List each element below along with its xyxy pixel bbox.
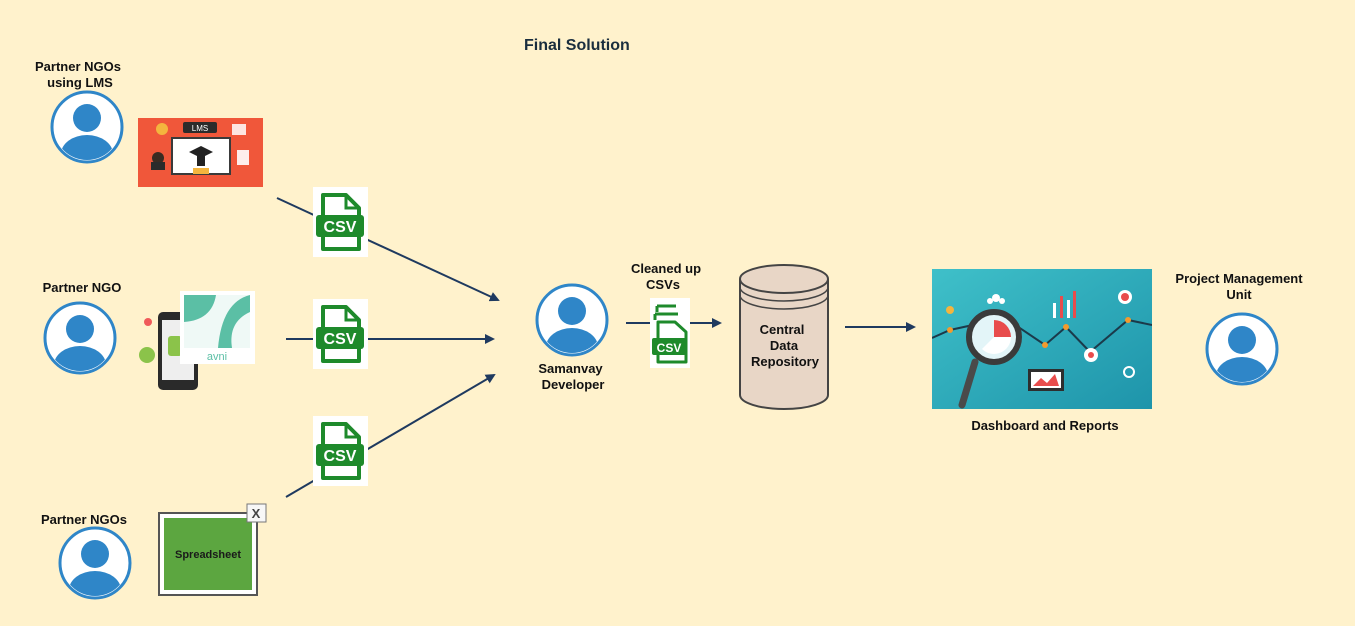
page-title: Final Solution <box>524 37 630 54</box>
csv-icon-avni: CSV <box>311 297 370 371</box>
svg-text:CSV: CSV <box>324 219 357 236</box>
label-cleaned-line2: CSVs <box>646 277 680 292</box>
label-partner-ngo: Partner NGO <box>42 280 122 295</box>
label-lms-ngos-line1: Partner NGOs <box>35 59 121 74</box>
person-icon-pmu <box>1207 314 1277 395</box>
label-lms-ngos-line2: using LMS <box>47 75 113 90</box>
spreadsheet-label: Spreadsheet <box>175 549 241 561</box>
label-cleaned-line1: Cleaned up <box>630 261 702 276</box>
svg-text:CSV: CSV <box>324 331 357 348</box>
avni-logo-text: avni <box>207 351 227 363</box>
label-developer: Samanvay Developer <box>523 361 623 393</box>
person-icon-spreadsheet-ngos <box>60 528 130 609</box>
person-icon-partner-ngo <box>45 303 115 384</box>
csv-icon-lms: CSV <box>311 185 370 259</box>
repository-line3: Repository <box>751 354 820 369</box>
arrow-lms-to-developer <box>276 197 500 302</box>
person-icon-lms-ngos <box>52 92 122 173</box>
label-developer-line2: Developer <box>541 377 605 392</box>
central-data-repository: Central Data Repository <box>739 264 829 410</box>
lms-badge: LMS <box>192 124 208 133</box>
avni-app-image: avni <box>139 291 255 390</box>
csv-icon-spreadsheet: CSV <box>311 414 370 488</box>
person-icon-developer <box>537 285 607 366</box>
label-cleaned-csvs: Cleaned up CSVs <box>616 261 716 293</box>
label-pmu-line2: Unit <box>1226 287 1252 302</box>
svg-text:CSV: CSV <box>657 341 682 355</box>
label-pmu: Project Management Unit <box>1164 271 1314 303</box>
label-spreadsheet-ngos: Partner NGOs <box>41 512 127 527</box>
excel-icon: X <box>252 506 261 521</box>
label-developer-line1: Samanvay <box>538 361 603 376</box>
repository-line1: Central <box>760 322 805 337</box>
lms-image: LMS <box>138 118 263 187</box>
cleaned-csv-icon: CSV <box>650 298 690 368</box>
svg-text:CSV: CSV <box>324 448 357 465</box>
label-pmu-line1: Project Management <box>1175 271 1303 286</box>
dashboard-image <box>932 269 1152 409</box>
label-dashboard: Dashboard and Reports <box>971 418 1119 433</box>
repository-line2: Data <box>770 338 799 353</box>
label-lms-ngos: Partner NGOs using LMS <box>28 59 128 91</box>
spreadsheet-image: Spreadsheet X <box>158 503 267 596</box>
